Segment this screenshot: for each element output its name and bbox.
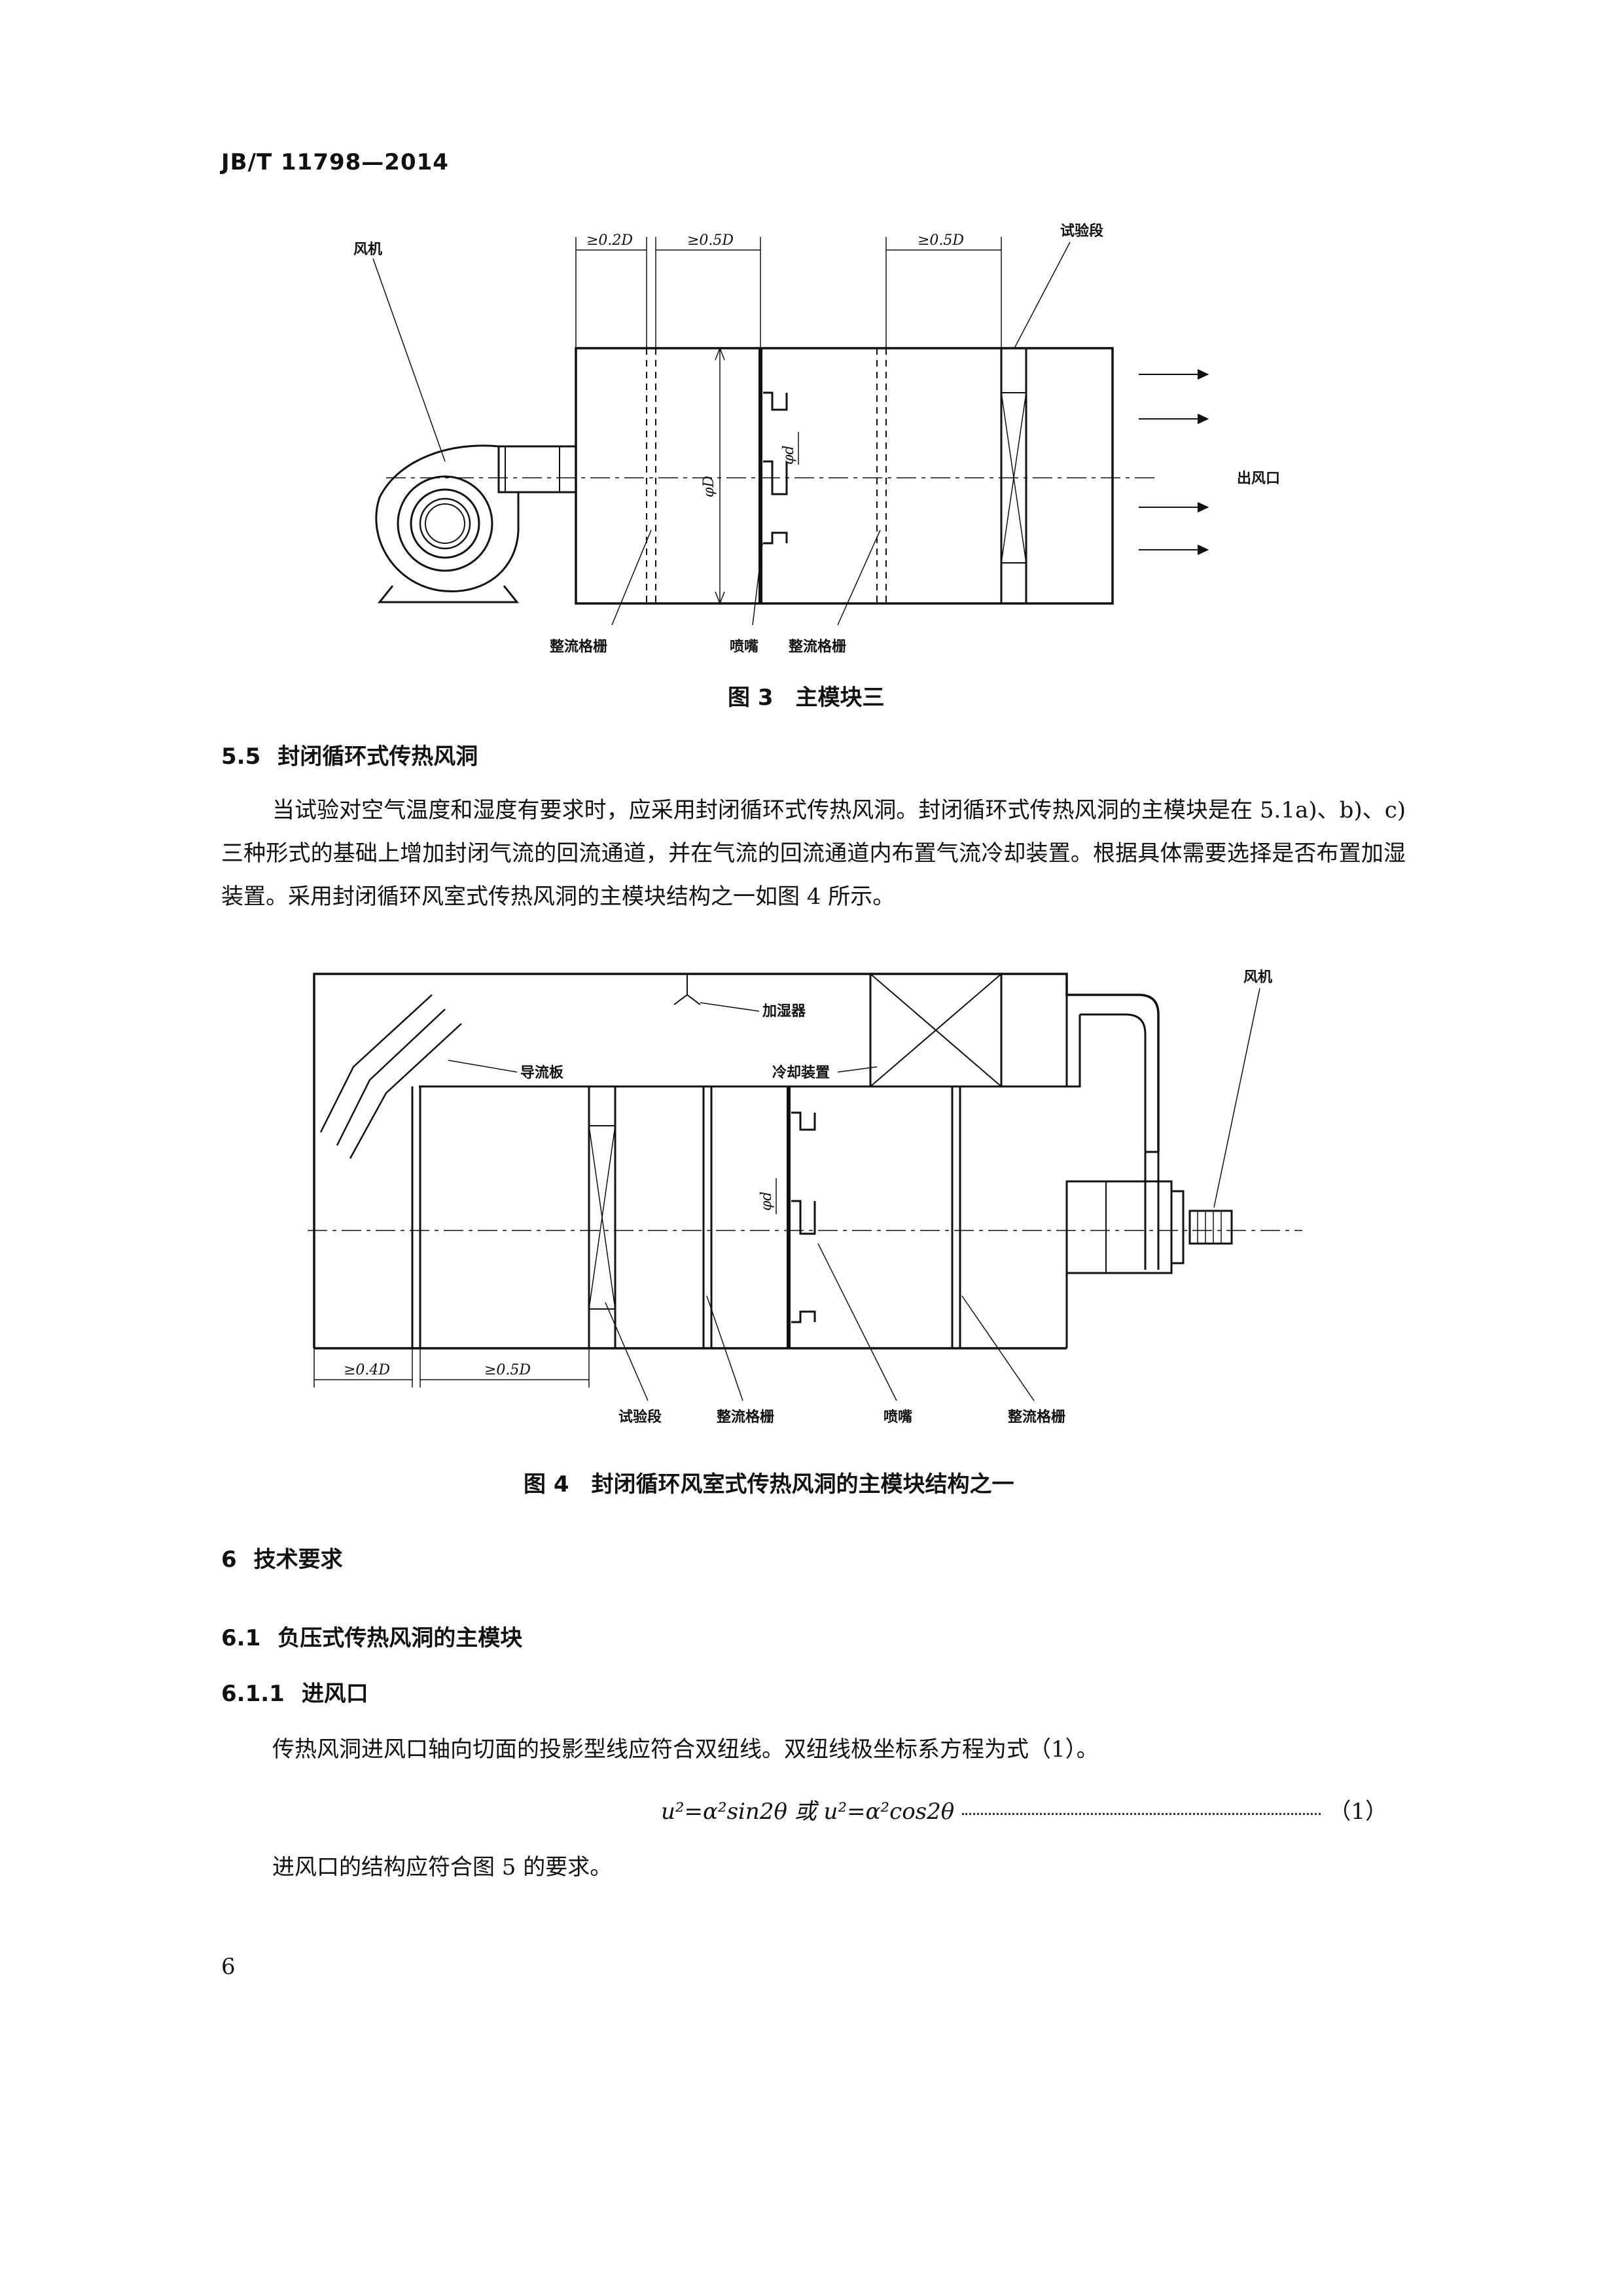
section-title: 封闭循环式传热风洞 xyxy=(277,744,478,770)
fig4-nozzle-label: 喷嘴 xyxy=(883,1409,912,1426)
figure-4-caption: 图 4 封闭循环风室式传热风洞的主模块结构之一 xyxy=(524,1471,1014,1498)
figure-4-diagram: φd ≥0.4D ≥0.5D 风机 加湿器 导流板 xyxy=(308,956,1355,1440)
fig4-test-section-label: 试验段 xyxy=(618,1408,662,1426)
fig4-guide-vane-label: 导流板 xyxy=(520,1064,564,1081)
section-5-5-heading: 5.5 封闭循环式传热风洞 xyxy=(221,738,478,770)
section-6-1-1-heading: 6.1.1 进风口 xyxy=(221,1676,368,1708)
section-title: 技术要求 xyxy=(253,1547,343,1573)
fig4-straightener-2-label: 整流格栅 xyxy=(1008,1408,1065,1426)
figure-3-caption: 图 3 主模块三 xyxy=(728,685,885,711)
document-id: JB/T 11798—2014 xyxy=(221,149,449,175)
figure-3-diagram: φd φD xyxy=(353,203,1335,674)
fig4-dim-2: ≥0.5D xyxy=(484,1362,531,1378)
fig4-straightener-1-label: 整流格栅 xyxy=(717,1408,774,1426)
section-6-1-1-text-1: 传热风洞进风口轴向切面的投影型线应符合双纽线。双纽线极坐标系方程为式（1）。 xyxy=(272,1736,1099,1763)
equation-leader xyxy=(962,1813,1321,1815)
section-6-heading: 6 技术要求 xyxy=(221,1541,343,1573)
equation-body: u²=α²sin2θ 或 u²=α²cos2θ xyxy=(661,1799,955,1825)
fig3-straightener-left-label: 整流格栅 xyxy=(550,638,607,655)
fig4-cooler-label: 冷却装置 xyxy=(772,1064,830,1081)
fig3-big-d-dim: φD xyxy=(701,476,717,497)
fig3-nozzle-label: 喷嘴 xyxy=(730,639,758,655)
equation-number: （1） xyxy=(1329,1799,1387,1825)
fig3-straightener-right-label: 整流格栅 xyxy=(789,638,846,655)
section-title: 负压式传热风洞的主模块 xyxy=(277,1625,523,1651)
fig3-dim-3: ≥0.5D xyxy=(918,232,964,249)
section-5-5-paragraph: 当试验对空气温度和湿度有要求时，应采用封闭循环式传热风洞。封闭循环式传热风洞的主… xyxy=(221,797,1406,910)
fig3-fan-label: 风机 xyxy=(353,242,382,258)
section-number: 5.5 xyxy=(221,744,261,770)
fig4-dim-1: ≥0.4D xyxy=(344,1362,390,1378)
page-number: 6 xyxy=(221,1954,236,1980)
fig4-small-d-dim: φd xyxy=(758,1192,775,1211)
fig3-small-d-dim: φd xyxy=(781,446,797,465)
fig4-fan-label: 风机 xyxy=(1243,969,1272,986)
fig4-humidifier-label: 加湿器 xyxy=(762,1003,806,1020)
fig3-dim-2: ≥0.5D xyxy=(687,232,734,249)
fig3-test-section-label: 试验段 xyxy=(1060,223,1103,240)
section-number: 6.1.1 xyxy=(221,1681,285,1707)
section-title: 进风口 xyxy=(301,1681,368,1707)
section-6-1-1-text-2: 进风口的结构应符合图 5 的要求。 xyxy=(272,1854,613,1880)
fig3-outlet-label: 出风口 xyxy=(1237,471,1280,487)
section-number: 6 xyxy=(221,1547,237,1573)
equation-1: u²=α²sin2θ 或 u²=α²cos2θ （1） xyxy=(661,1793,1387,1825)
section-number: 6.1 xyxy=(221,1625,261,1651)
fig3-dim-1: ≥0.2D xyxy=(586,232,633,249)
section-6-1-heading: 6.1 负压式传热风洞的主模块 xyxy=(221,1620,522,1652)
